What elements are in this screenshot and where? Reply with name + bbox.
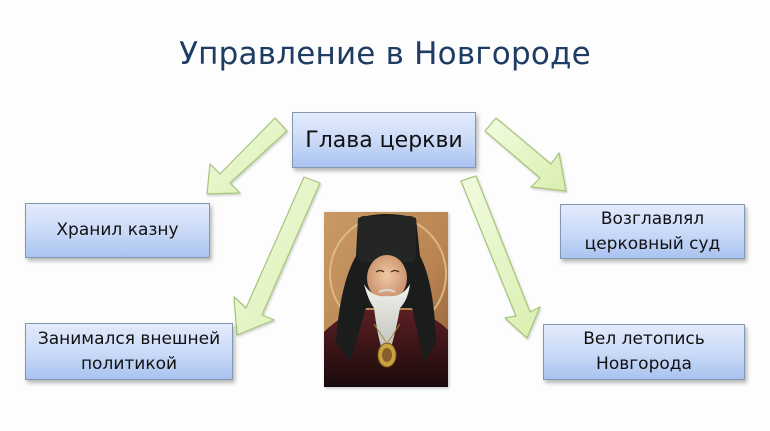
treasury-box: Хранил казну: [25, 203, 210, 258]
church-court-box: Возглавлял церковный суд: [560, 204, 745, 259]
head-of-church-label: Глава церкви: [305, 127, 463, 153]
slide-title: Управление в Новгороде: [179, 36, 591, 72]
arrow-to-church-court: [484, 117, 567, 192]
arrow-to-foreign-policy: [233, 176, 321, 336]
head-of-church-box: Глава церкви: [292, 112, 476, 168]
arrow-to-treasury: [206, 117, 288, 195]
arrow-to-chronicle: [460, 175, 541, 339]
church-court-label: Возглавлял церковный суд: [584, 208, 721, 254]
portrait-image: [324, 212, 448, 387]
bishop-portrait: [324, 212, 448, 387]
chronicle-box: Вел летопись Новгорода: [543, 324, 745, 380]
foreign-policy-box: Занимался внешней политикой: [25, 323, 233, 380]
chronicle-label: Вел летопись Новгорода: [583, 329, 705, 374]
foreign-policy-label: Занимался внешней политикой: [37, 328, 221, 374]
treasury-label: Хранил казну: [56, 220, 179, 240]
